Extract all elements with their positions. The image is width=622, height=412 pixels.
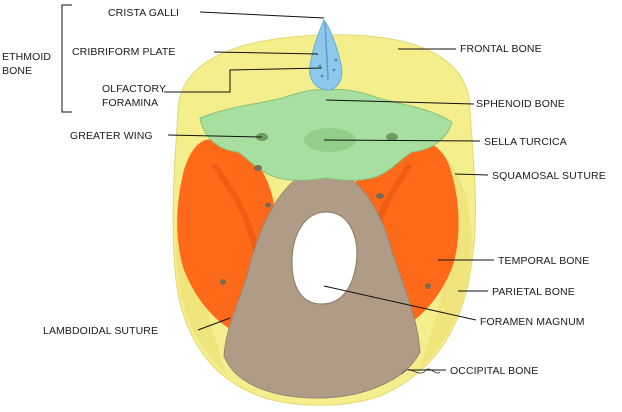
foramen-magnum-leader <box>323 285 477 321</box>
squamosal-suture-leader <box>454 173 489 176</box>
temporal-foramen-left <box>254 165 262 171</box>
lambdoidal-suture-leader <box>197 317 231 331</box>
label-ethmoid-bone-line1: ETHMOID <box>2 51 51 63</box>
label-olfactory-foramina-line1: OLFACTORY <box>102 83 166 95</box>
olfactory-foramen-dot <box>332 68 336 72</box>
temporal-foramen-left-2 <box>265 202 271 208</box>
label-cribriform-plate: CRIBRIFORM PLATE <box>72 46 176 58</box>
olfactory-foramen-dot <box>320 74 324 78</box>
parietal-bone-shape <box>420 150 472 368</box>
label-sphenoid-bone: SPHENOID BONE <box>476 98 565 110</box>
label-parietal-bone: PARIETAL BONE <box>492 286 575 298</box>
greater-wing-leader <box>167 134 263 138</box>
sella-turcica-leader <box>323 139 481 142</box>
label-squamosal-suture: SQUAMOSAL SUTURE <box>492 170 606 182</box>
foramen-magnum-hole <box>291 211 358 305</box>
crista-galli-ridge <box>324 21 329 81</box>
temporal-foramen-right <box>376 193 384 199</box>
temporal-foramen-right-2 <box>425 283 431 289</box>
label-sella-turcica: SELLA TURCICA <box>484 136 567 148</box>
label-crista-galli: CRISTA GALLI <box>108 7 179 19</box>
sphenoid-bone-leader <box>325 99 475 105</box>
cribriform-plate-leader <box>213 51 319 55</box>
ethmoid-bracket <box>61 4 72 113</box>
olfactory-foramen-dot <box>334 58 338 62</box>
label-occipital-bone: OCCIPITAL BONE <box>450 365 538 377</box>
label-frontal-bone: FRONTAL BONE <box>460 43 542 55</box>
label-foramen-magnum: FORAMEN MAGNUM <box>480 316 585 328</box>
crista-galli-leader <box>199 11 325 19</box>
label-olfactory-foramina-line2: FORAMINA <box>102 97 158 109</box>
label-lambdoidal-suture: LAMBDOIDAL SUTURE <box>43 325 158 337</box>
label-temporal-bone: TEMPORAL BONE <box>498 255 589 267</box>
sphenoid-foramen-right <box>386 133 398 141</box>
petrous-ridge-left <box>211 163 259 251</box>
olfactory-foramina-leader <box>164 67 323 93</box>
label-ethmoid-bone-line2: BONE <box>2 65 32 77</box>
ethmoid-bone-shape <box>309 19 343 91</box>
olfactory-foramen-dot <box>318 64 322 68</box>
label-greater-wing: GREATER WING <box>70 130 153 142</box>
temporal-foramen-left-3 <box>220 279 226 285</box>
